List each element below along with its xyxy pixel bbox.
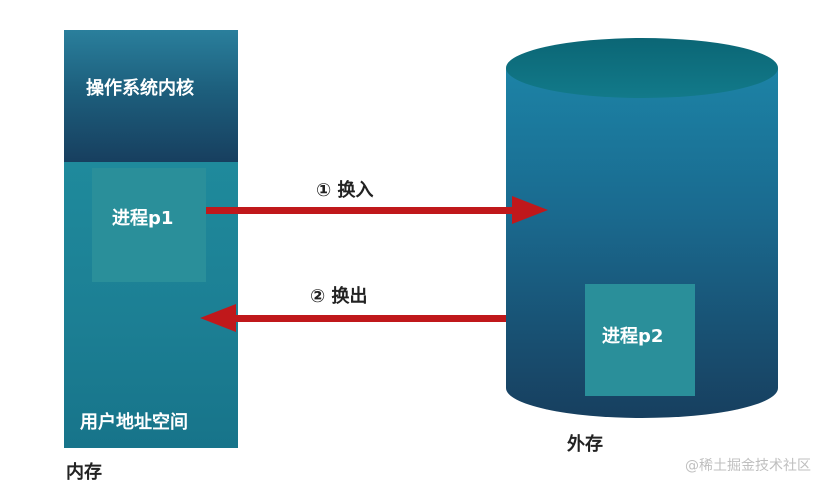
disk-body [506,68,778,418]
memory-title: 内存 [66,462,102,483]
process-p2-box [585,284,695,396]
user-space-label: 用户地址空间 [80,412,188,433]
swap-out-label: ② 换出 [310,286,368,307]
process-p1-label: 进程p1 [112,208,174,229]
disk-top [506,38,778,98]
watermark: @稀土掘金技术社区 [685,458,811,474]
process-p2-label: 进程p2 [602,326,664,347]
disk-title: 外存 [567,434,603,455]
kernel-label: 操作系统内核 [86,78,194,99]
process-p1-box [92,168,206,282]
kernel-region [64,30,238,162]
swap-in-label: ① 换入 [316,180,374,201]
